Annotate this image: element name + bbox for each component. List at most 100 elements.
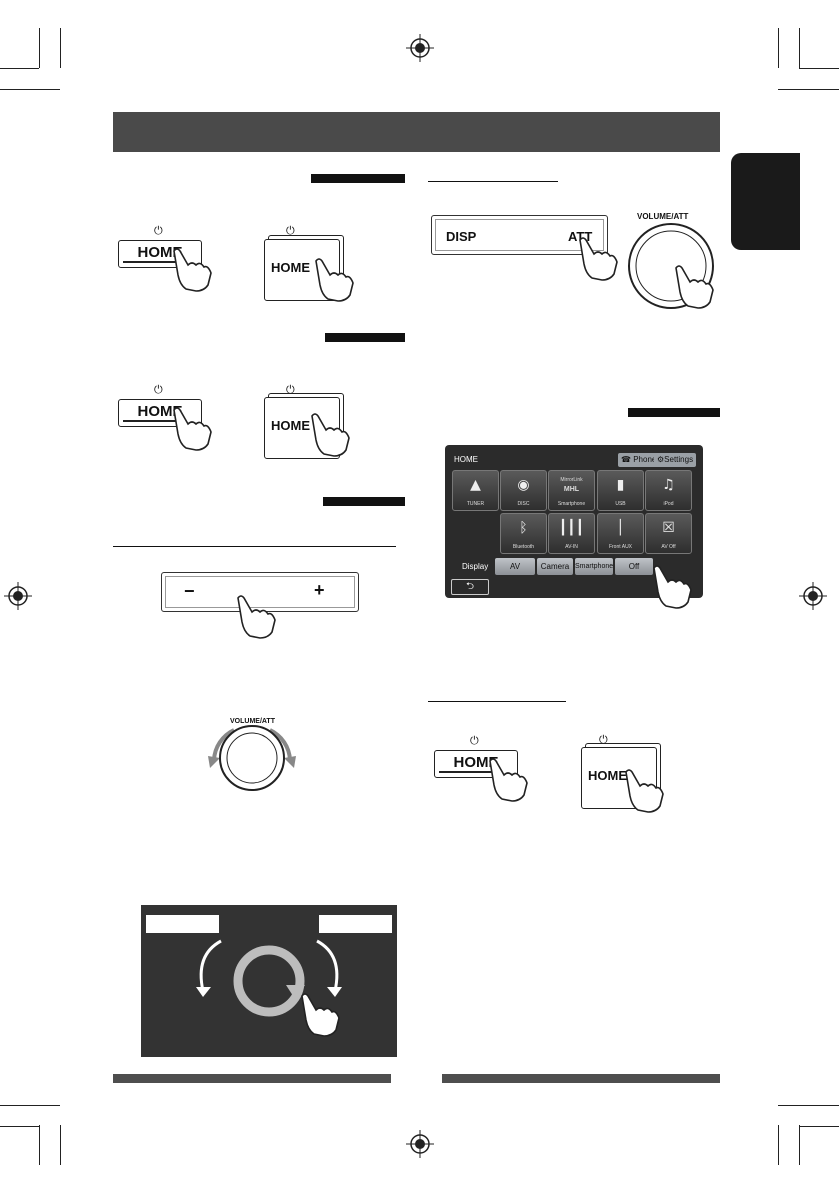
tile-tuner[interactable]: ▲TUNER	[452, 470, 499, 511]
aux-icon: │	[616, 520, 625, 536]
home-button-label: HOME	[588, 768, 627, 783]
hand-pointer-icon	[675, 265, 714, 309]
hand-pointer-icon	[653, 565, 692, 609]
tile-usb[interactable]: ▮ USB	[597, 470, 644, 511]
av-off-icon: ☒	[662, 520, 675, 536]
button-underline	[439, 771, 499, 773]
registration-mark-icon	[799, 582, 827, 610]
button-underline	[123, 420, 183, 422]
home-button[interactable]: HOME	[434, 750, 518, 778]
volume-panel[interactable]: − +	[161, 572, 359, 612]
display-label: Display	[462, 562, 489, 571]
crop-mark	[0, 89, 60, 90]
hand-pointer-icon	[579, 237, 618, 281]
att-panel[interactable]: DISP ATT	[431, 215, 608, 255]
registration-mark-icon	[4, 582, 32, 610]
back-icon: ⮌	[465, 581, 474, 592]
tile-ipod[interactable]: ♫iPod	[645, 470, 692, 511]
settings-button[interactable]: ⚙Settings	[654, 453, 697, 467]
model-label-bar	[311, 174, 405, 183]
crop-mark	[778, 89, 839, 90]
crop-mark	[799, 68, 839, 69]
crop-mark	[799, 1126, 839, 1127]
display-av-button[interactable]: AV	[495, 558, 535, 575]
volume-knob[interactable]	[196, 720, 308, 800]
home-screen: HOME ☎ Phone ⚙Settings ▲TUNER ◉DISC Mirr…	[445, 445, 703, 598]
home-button-label: HOME	[137, 403, 183, 420]
mirrorlink-label: MirrorLink	[560, 477, 583, 483]
knob-label: VOLUME/ATT	[230, 718, 275, 725]
home-button-label: HOME	[137, 244, 183, 261]
crop-mark	[60, 1125, 61, 1165]
power-icon: ⏻	[286, 224, 295, 237]
hand-pointer-icon	[489, 758, 528, 802]
model-label-bar	[325, 333, 405, 342]
bluetooth-icon: ᛒ	[519, 520, 528, 536]
display-smartphone-button[interactable]: Smartphone	[575, 558, 613, 575]
hand-pointer-icon	[315, 258, 354, 302]
label-plate-left	[146, 915, 219, 933]
tile-smartphone[interactable]: MirrorLink MHL Smartphone	[548, 470, 595, 511]
hand-pointer-icon	[237, 595, 276, 639]
crop-mark	[799, 28, 800, 68]
tile-label: iPod	[663, 501, 674, 507]
home-button[interactable]: HOME	[118, 399, 202, 427]
tile-label: AV-IN	[565, 544, 578, 550]
volume-minus-button[interactable]: −	[184, 581, 195, 601]
button-underline	[123, 261, 183, 263]
tile-label: DISC	[517, 501, 530, 507]
disp-button[interactable]: DISP	[446, 229, 477, 244]
phone-button[interactable]: ☎ Phone	[618, 453, 660, 467]
hand-pointer-icon	[173, 407, 212, 451]
footer-bar	[442, 1074, 720, 1083]
knob-label: VOLUME/ATT	[637, 212, 689, 221]
gear-icon: ⚙	[657, 455, 665, 464]
hand-pointer-icon	[173, 248, 212, 292]
section-rule	[113, 546, 396, 547]
home-button-label: HOME	[271, 418, 310, 433]
display-camera-button[interactable]: Camera	[537, 558, 573, 575]
crop-mark	[778, 1105, 839, 1106]
back-button[interactable]: ⮌	[451, 579, 489, 595]
tile-av-off[interactable]: ☒ AV Off	[645, 513, 692, 554]
model-label-bar	[323, 497, 405, 506]
hand-pointer-icon	[311, 413, 350, 457]
power-icon: ⏻	[599, 733, 608, 746]
language-tab	[731, 153, 800, 250]
section-rule	[428, 181, 558, 182]
usb-icon: ▮	[616, 477, 625, 493]
volume-plus-button[interactable]: +	[314, 580, 325, 600]
crop-mark	[39, 1125, 40, 1165]
crop-mark	[778, 1125, 779, 1165]
section-rule	[428, 701, 566, 702]
display-off-button[interactable]: Off	[615, 558, 653, 575]
footer-bar	[113, 1074, 391, 1083]
av-in-icon: ┃┃┃	[558, 520, 585, 536]
mhl-label: MHL	[563, 486, 580, 493]
tile-front-aux[interactable]: │ Front AUX	[597, 513, 644, 554]
registration-mark-icon	[406, 34, 434, 62]
disc-icon: ◉	[517, 477, 530, 493]
registration-mark-icon	[406, 1130, 434, 1158]
crop-mark	[0, 1105, 60, 1106]
label-plate-right	[319, 915, 392, 933]
power-icon: ⏻	[154, 383, 163, 396]
rotation-diagram	[141, 905, 397, 1057]
tile-label: AV Off	[661, 544, 676, 550]
tile-disc[interactable]: ◉ DISC	[500, 470, 547, 511]
rotate-arrow-icon	[196, 939, 342, 1017]
power-icon: ⏻	[154, 224, 163, 237]
tile-label: Smartphone	[557, 501, 586, 507]
phone-label: Phone	[633, 455, 657, 464]
tuner-icon: ▲	[470, 477, 481, 493]
crop-mark	[39, 28, 40, 68]
settings-label: Settings	[664, 455, 694, 464]
hand-pointer-icon	[301, 993, 340, 1037]
home-button[interactable]: HOME	[118, 240, 202, 268]
tile-av-in[interactable]: ┃┃┃ AV-IN	[548, 513, 595, 554]
section-header-bar	[113, 112, 720, 152]
tile-label: Front AUX	[608, 544, 633, 550]
crop-mark	[0, 68, 39, 69]
tile-label: USB	[615, 501, 626, 507]
